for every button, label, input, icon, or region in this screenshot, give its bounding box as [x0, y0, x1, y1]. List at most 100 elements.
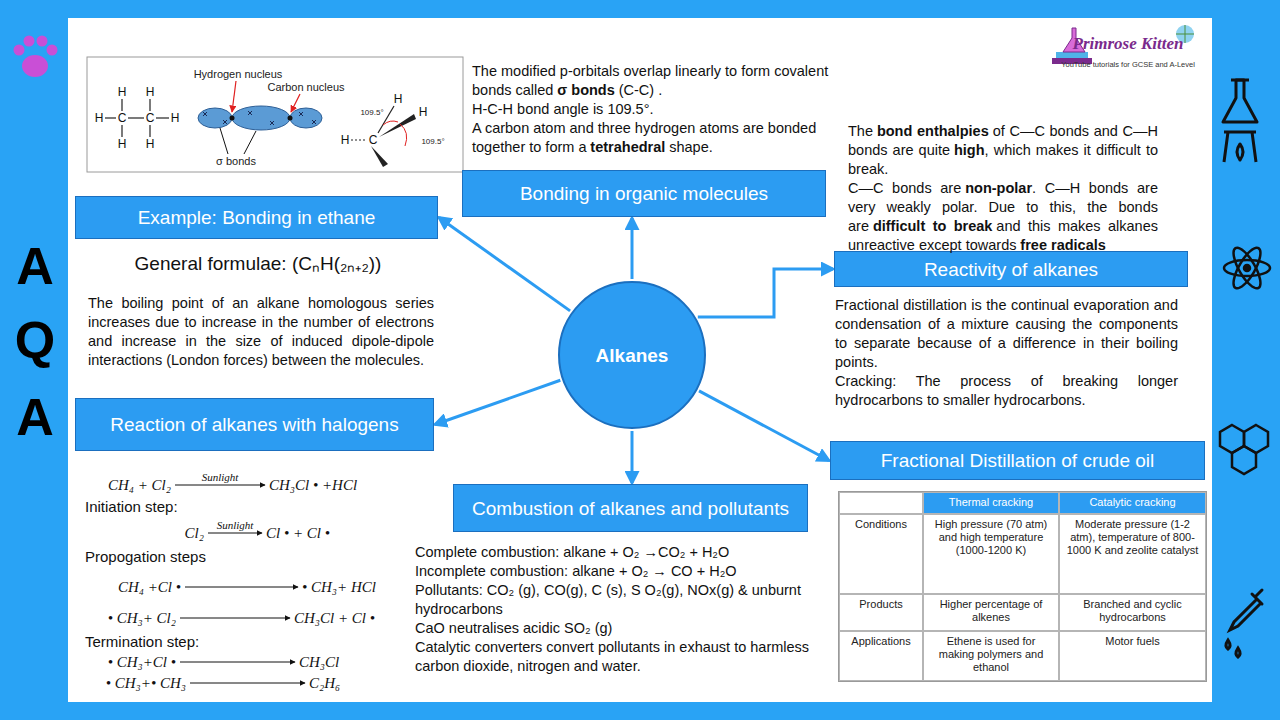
atom-icon — [1224, 244, 1270, 292]
table-cell: Motor fuels — [1059, 631, 1206, 681]
atom-icon — [1244, 265, 1250, 271]
equation-arrow — [208, 533, 262, 534]
atom-symbol: C — [369, 133, 378, 147]
topic-text: Alkanes — [596, 344, 669, 367]
text-line: The modified p-orbitals overlap linearly… — [472, 62, 840, 100]
connector-arrow — [439, 218, 570, 311]
bold-text: non-polar — [965, 180, 1032, 196]
table-text: Applications — [851, 635, 910, 647]
paw-print — [37, 36, 48, 47]
bold-text: free radicals — [1020, 237, 1105, 253]
heading-text: Bonding in organic molecules — [520, 182, 768, 205]
bold-text: high — [954, 142, 985, 158]
orbital-lobes — [232, 106, 290, 130]
table-text: Products — [859, 598, 902, 610]
bold-text: bond enthalpies — [877, 123, 989, 139]
atom-icon — [1229, 244, 1266, 292]
pipette-icon — [1230, 590, 1262, 630]
body-text: CaO neutralises acidic SO₂ (g) — [415, 620, 612, 636]
ethane-figure-frame — [87, 57, 463, 172]
heading-text: Fractional Distillation of crude oil — [881, 449, 1155, 472]
text-line: A carbon atom and three hydrogen atoms a… — [472, 119, 840, 157]
atom-symbol: H — [419, 105, 428, 119]
paw-print — [14, 36, 58, 78]
equation-arrow — [185, 587, 298, 588]
leader-line — [291, 94, 300, 112]
flask-icon — [1231, 79, 1249, 82]
table-cell: Higher percentage of alkenes — [923, 594, 1059, 631]
flask-icon — [1224, 132, 1256, 162]
text-line: Catalytic converters convert pollutants … — [415, 638, 810, 676]
equation-term: • CH₃+ Cl₂ — [108, 608, 176, 628]
orbital-lobes — [198, 108, 232, 128]
text-line: CaO neutralises acidic SO₂ (g) — [415, 619, 810, 638]
step-label: Propogation steps — [85, 548, 206, 565]
paw-print — [47, 45, 58, 56]
white-panel — [68, 18, 1212, 702]
circle-outline — [559, 282, 705, 428]
connector-arrow — [631, 218, 634, 279]
equation-arrow — [175, 485, 305, 683]
white-panel — [68, 18, 1212, 702]
pipette-icon — [1226, 590, 1262, 657]
bold-text: σ bonds — [557, 82, 614, 98]
text-line: H-C-H bond angle is 109.5°. — [472, 100, 840, 119]
paw-print — [24, 36, 35, 47]
flask-icon — [1223, 80, 1257, 122]
atom-icon — [1224, 260, 1270, 276]
table-text: Branched and cyclic hydrocarbons — [1083, 598, 1181, 623]
equation-term: Cl₂ — [185, 523, 204, 543]
text-line: Pollutants: CO₂ (g), CO(g), C (s), S O₂(… — [415, 581, 810, 619]
body-text: (C-C) . — [619, 82, 663, 98]
body-text: Incomplete combustion: alkane + O₂ → CO … — [415, 563, 737, 579]
atom-symbol: C — [118, 111, 127, 125]
structural-bonds — [149, 125, 150, 137]
table-cell: Ethene is used for making polymers and e… — [923, 631, 1059, 681]
body-text: Thebond enthalpiesof C—C bonds and C—H b… — [848, 122, 1158, 255]
body-text: shape. — [669, 139, 713, 155]
atom-symbol: H — [171, 111, 180, 125]
table-cell: Conditions — [839, 514, 923, 594]
leader-line — [220, 128, 228, 154]
exam-board-letter: A — [16, 387, 54, 447]
table-cell: Catalytic cracking — [1059, 492, 1206, 514]
structural-bonds — [156, 117, 169, 118]
body-text: H-C-H bond angle is 109.5°. — [472, 101, 654, 117]
equation-term: CH₄ +Cl • — [118, 577, 181, 597]
atom-symbol: H — [118, 85, 127, 99]
body-text: Fractional distillation is the continual… — [835, 297, 1178, 370]
table-text: Moderate pressure (1-2 atm), temperature… — [1067, 518, 1198, 556]
heading-text: Reaction of alkanes with halogens — [110, 413, 398, 436]
text-line: Fractional distillation is the continual… — [835, 296, 1178, 372]
bold-text: difficult to break — [873, 218, 993, 234]
atom-symbol: H — [118, 137, 127, 151]
flask-icon — [1223, 80, 1257, 162]
connector-arrow — [631, 431, 634, 483]
logo-text: YouTube tutorials for GCSE and A-Level — [1061, 60, 1195, 69]
body-text: Complete combustion: alkane + O₂ →CO₂ + … — [415, 543, 810, 676]
structural-bonds — [121, 125, 122, 137]
body-text: Catalytic converters convert pollutants … — [415, 639, 809, 674]
exam-board-letter: Q — [15, 310, 55, 370]
structural-bonds — [105, 117, 116, 118]
heading-text: Combustion of alkanes and pollutants — [472, 497, 789, 520]
equation-arrow — [180, 618, 290, 619]
table-cell: Branched and cyclic hydrocarbons — [1059, 594, 1206, 631]
tetrahedral-bonds — [400, 124, 407, 146]
part-label: Hydrogen nucleus — [194, 68, 283, 80]
table-cell — [839, 492, 923, 514]
tetrahedral-bonds — [383, 121, 398, 125]
equation-term: • CH₃+Cl • — [108, 652, 176, 672]
condition-label: Sunlight — [202, 471, 239, 483]
equation-term: CH₄ + Cl₂ — [108, 475, 171, 495]
table-cell: Applications — [839, 631, 923, 681]
angle-label: 109.5° — [360, 108, 383, 117]
heading-box: Reactivity of alkanes — [834, 251, 1188, 287]
equation-arrow — [175, 485, 265, 486]
orbital-lobes — [290, 108, 322, 128]
structural-bonds — [128, 117, 144, 118]
atom-symbol: H — [341, 133, 350, 147]
logo-art — [1052, 25, 1194, 64]
atom-symbol: H — [394, 92, 403, 106]
